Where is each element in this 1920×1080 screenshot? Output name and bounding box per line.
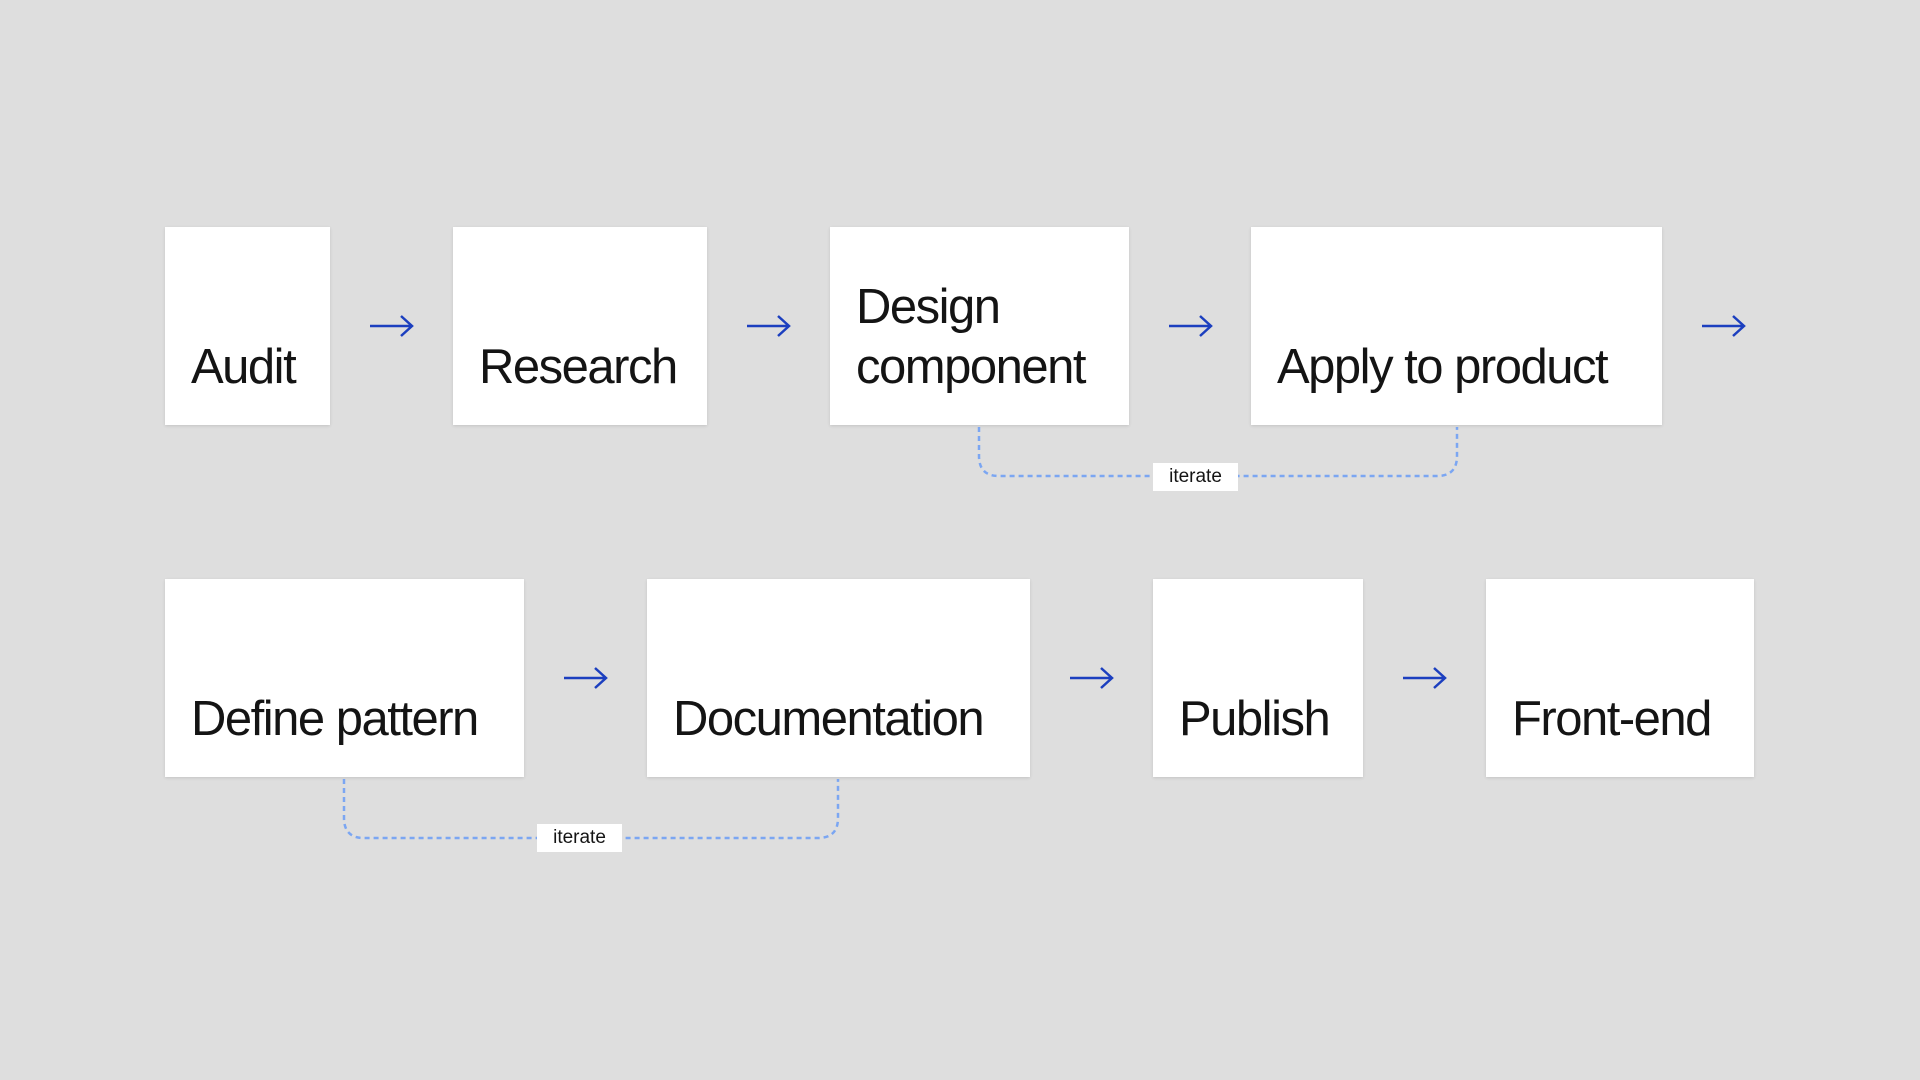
step-label: Research xyxy=(479,340,678,394)
right-arrow-icon xyxy=(1403,667,1447,689)
step-apply-to-product: Apply to product xyxy=(1251,227,1662,425)
step-label: Audit xyxy=(191,340,297,394)
step-design-component: Design component xyxy=(830,227,1129,425)
right-arrow-icon xyxy=(370,315,414,337)
step-documentation: Documentation xyxy=(647,579,1030,777)
step-label: Publish xyxy=(1179,692,1331,746)
iterate-label: iterate xyxy=(537,824,622,852)
step-label: Front-end xyxy=(1512,692,1712,746)
step-label: Design component xyxy=(856,280,1086,394)
right-arrow-icon xyxy=(1702,315,1746,337)
right-arrow-icon xyxy=(1169,315,1213,337)
step-research: Research xyxy=(453,227,707,425)
step-audit: Audit xyxy=(165,227,330,425)
right-arrow-icon xyxy=(564,667,608,689)
iterate-label: iterate xyxy=(1153,463,1238,491)
right-arrow-icon xyxy=(1070,667,1114,689)
step-publish: Publish xyxy=(1153,579,1363,777)
step-label: Define pattern xyxy=(191,692,479,746)
step-define-pattern: Define pattern xyxy=(165,579,524,777)
step-label: Documentation xyxy=(673,692,985,746)
step-front-end: Front-end xyxy=(1486,579,1754,777)
step-label: Apply to product xyxy=(1277,340,1609,394)
right-arrow-icon xyxy=(747,315,791,337)
